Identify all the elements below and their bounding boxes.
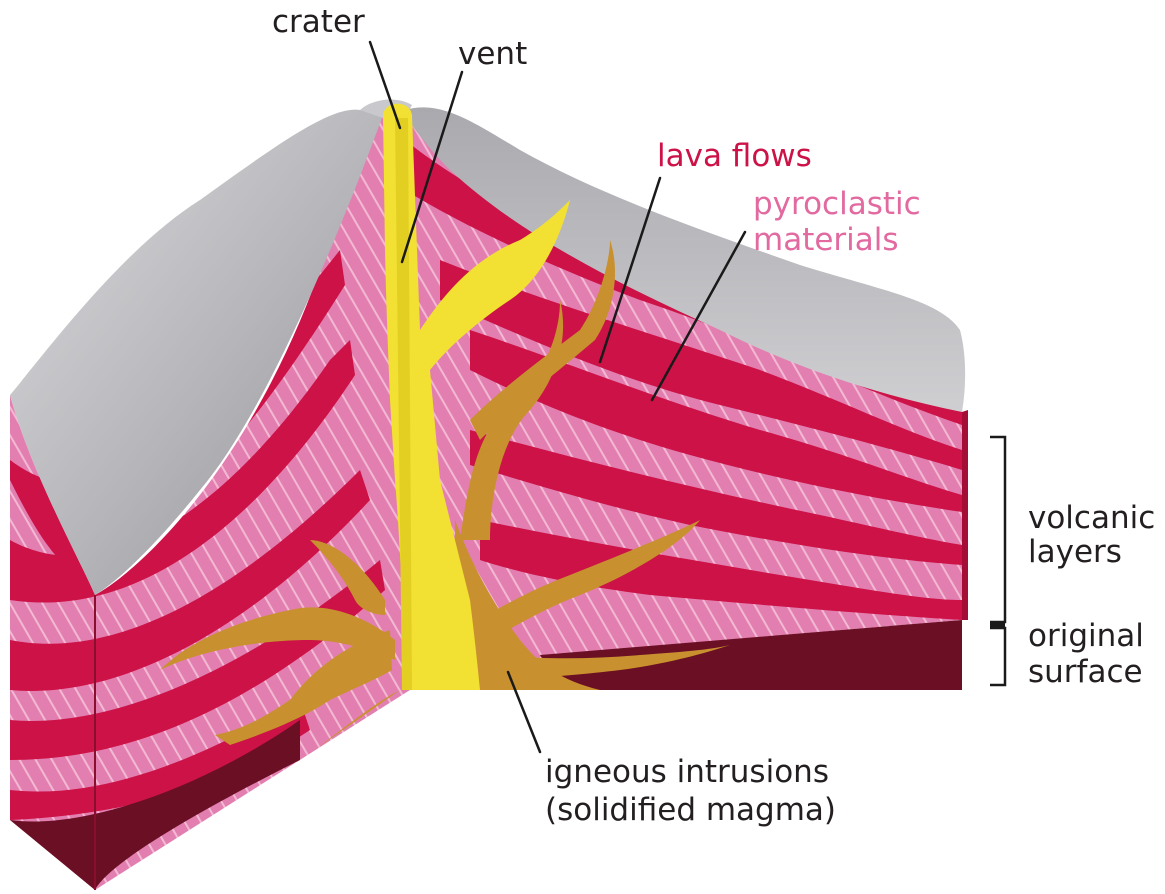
original-surface-bracket bbox=[990, 628, 1005, 685]
vent-label: vent bbox=[458, 36, 527, 72]
volcanic-layers-label-line2: layers bbox=[1028, 534, 1122, 570]
igneous-intrusions-label-line1: igneous intrusions bbox=[545, 754, 829, 790]
volcanic-layers-bracket bbox=[990, 437, 1005, 622]
original-surface-label-line2: surface bbox=[1028, 654, 1143, 690]
lava-flows-label: lava flows bbox=[657, 138, 812, 174]
igneous-intrusions-label-line2: (solidified magma) bbox=[545, 792, 836, 828]
volcanic-layers-label-line1: volcanic bbox=[1028, 500, 1155, 536]
pyroclastic-label-line2: materials bbox=[753, 222, 899, 258]
crater-label: crater bbox=[272, 4, 365, 40]
pyroclastic-label-line1: pyroclastic bbox=[753, 186, 921, 222]
original-surface-label-line1: original bbox=[1028, 618, 1144, 654]
